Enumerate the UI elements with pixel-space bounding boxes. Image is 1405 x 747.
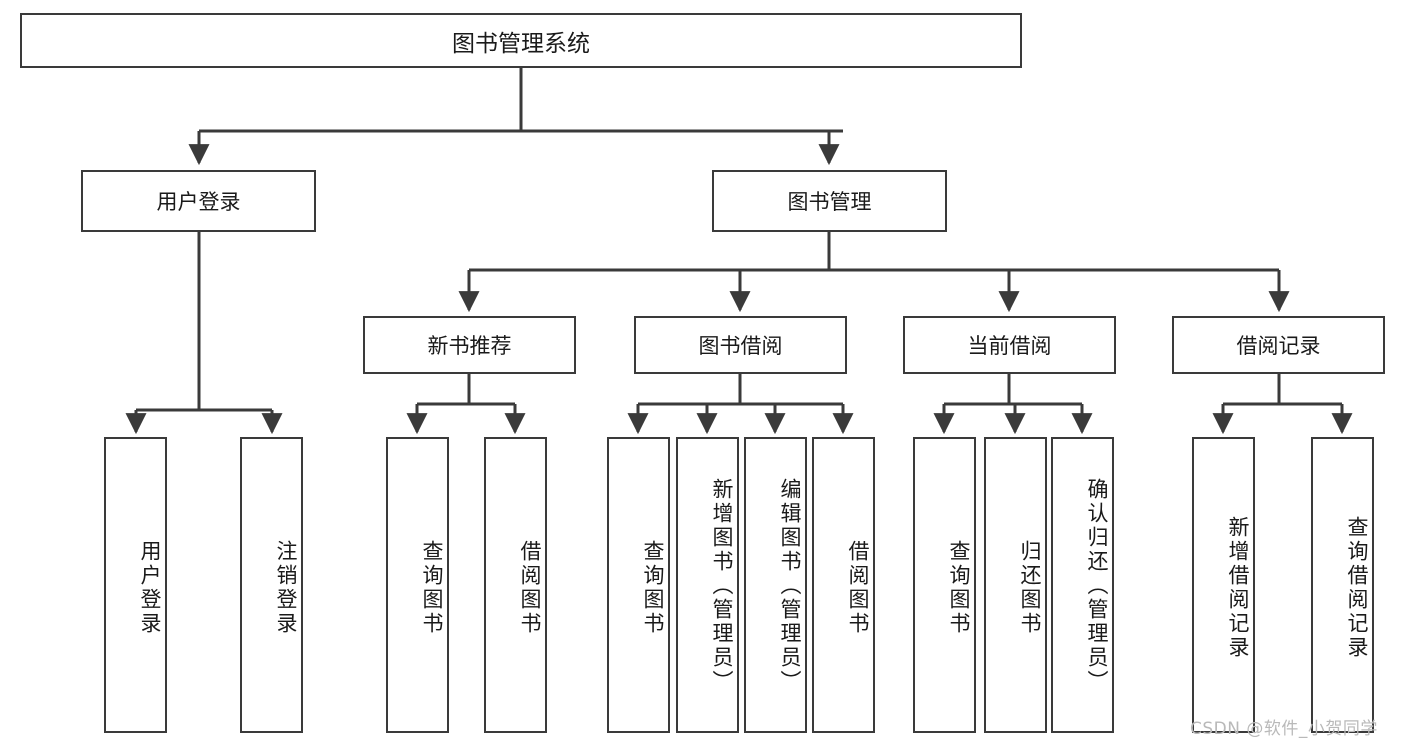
leaf-query-book-borrow[interactable]: 查询图书 bbox=[607, 437, 670, 733]
leaf-label: 归还图书 bbox=[1018, 540, 1042, 636]
node-book-management[interactable]: 图书管理 bbox=[712, 170, 947, 232]
leaf-query-borrow-record[interactable]: 查询借阅记录 bbox=[1311, 437, 1374, 733]
node-new-book-recommend[interactable]: 新书推荐 bbox=[363, 316, 576, 374]
node-label: 图书管理 bbox=[787, 190, 872, 214]
node-borrow-records[interactable]: 借阅记录 bbox=[1172, 316, 1385, 374]
leaf-add-book-admin[interactable]: 新增图书（管理员） bbox=[676, 437, 739, 733]
leaf-label: 确认归还（管理员） bbox=[1085, 478, 1109, 694]
leaf-logout[interactable]: 注销登录 bbox=[240, 437, 303, 733]
leaf-label: 查询借阅记录 bbox=[1345, 516, 1369, 660]
leaf-return-book[interactable]: 归还图书 bbox=[984, 437, 1047, 733]
leaf-label: 用户登录 bbox=[138, 540, 162, 636]
node-book-borrow[interactable]: 图书借阅 bbox=[634, 316, 847, 374]
node-root-label: 图书管理系统 bbox=[452, 30, 590, 57]
leaf-label: 查询图书 bbox=[947, 540, 971, 636]
leaf-label: 借阅图书 bbox=[846, 540, 870, 636]
leaf-borrow-book-recommend[interactable]: 借阅图书 bbox=[484, 437, 547, 733]
node-label: 新书推荐 bbox=[427, 334, 512, 358]
node-label: 当前借阅 bbox=[967, 334, 1052, 358]
leaf-add-borrow-record[interactable]: 新增借阅记录 bbox=[1192, 437, 1255, 733]
leaf-label: 新增图书（管理员） bbox=[710, 478, 734, 694]
leaf-edit-book-admin[interactable]: 编辑图书（管理员） bbox=[744, 437, 807, 733]
leaf-label: 借阅图书 bbox=[518, 540, 542, 636]
leaf-user-login[interactable]: 用户登录 bbox=[104, 437, 167, 733]
leaf-label: 编辑图书（管理员） bbox=[778, 478, 802, 694]
leaf-label: 查询图书 bbox=[641, 540, 665, 636]
node-user-login[interactable]: 用户登录 bbox=[81, 170, 316, 232]
node-label: 用户登录 bbox=[156, 190, 241, 214]
leaf-confirm-return-admin[interactable]: 确认归还（管理员） bbox=[1051, 437, 1114, 733]
leaf-query-book-current[interactable]: 查询图书 bbox=[913, 437, 976, 733]
leaf-borrow-book[interactable]: 借阅图书 bbox=[812, 437, 875, 733]
watermark: CSDN @软件_小贺同学 bbox=[1190, 719, 1378, 739]
leaf-query-book-recommend[interactable]: 查询图书 bbox=[386, 437, 449, 733]
leaf-label: 新增借阅记录 bbox=[1226, 516, 1250, 660]
node-root[interactable]: 图书管理系统 bbox=[20, 13, 1022, 68]
leaf-label: 注销登录 bbox=[274, 540, 298, 636]
leaf-label: 查询图书 bbox=[420, 540, 444, 636]
node-current-borrow[interactable]: 当前借阅 bbox=[903, 316, 1116, 374]
node-label: 图书借阅 bbox=[698, 334, 783, 358]
node-label: 借阅记录 bbox=[1236, 334, 1321, 358]
